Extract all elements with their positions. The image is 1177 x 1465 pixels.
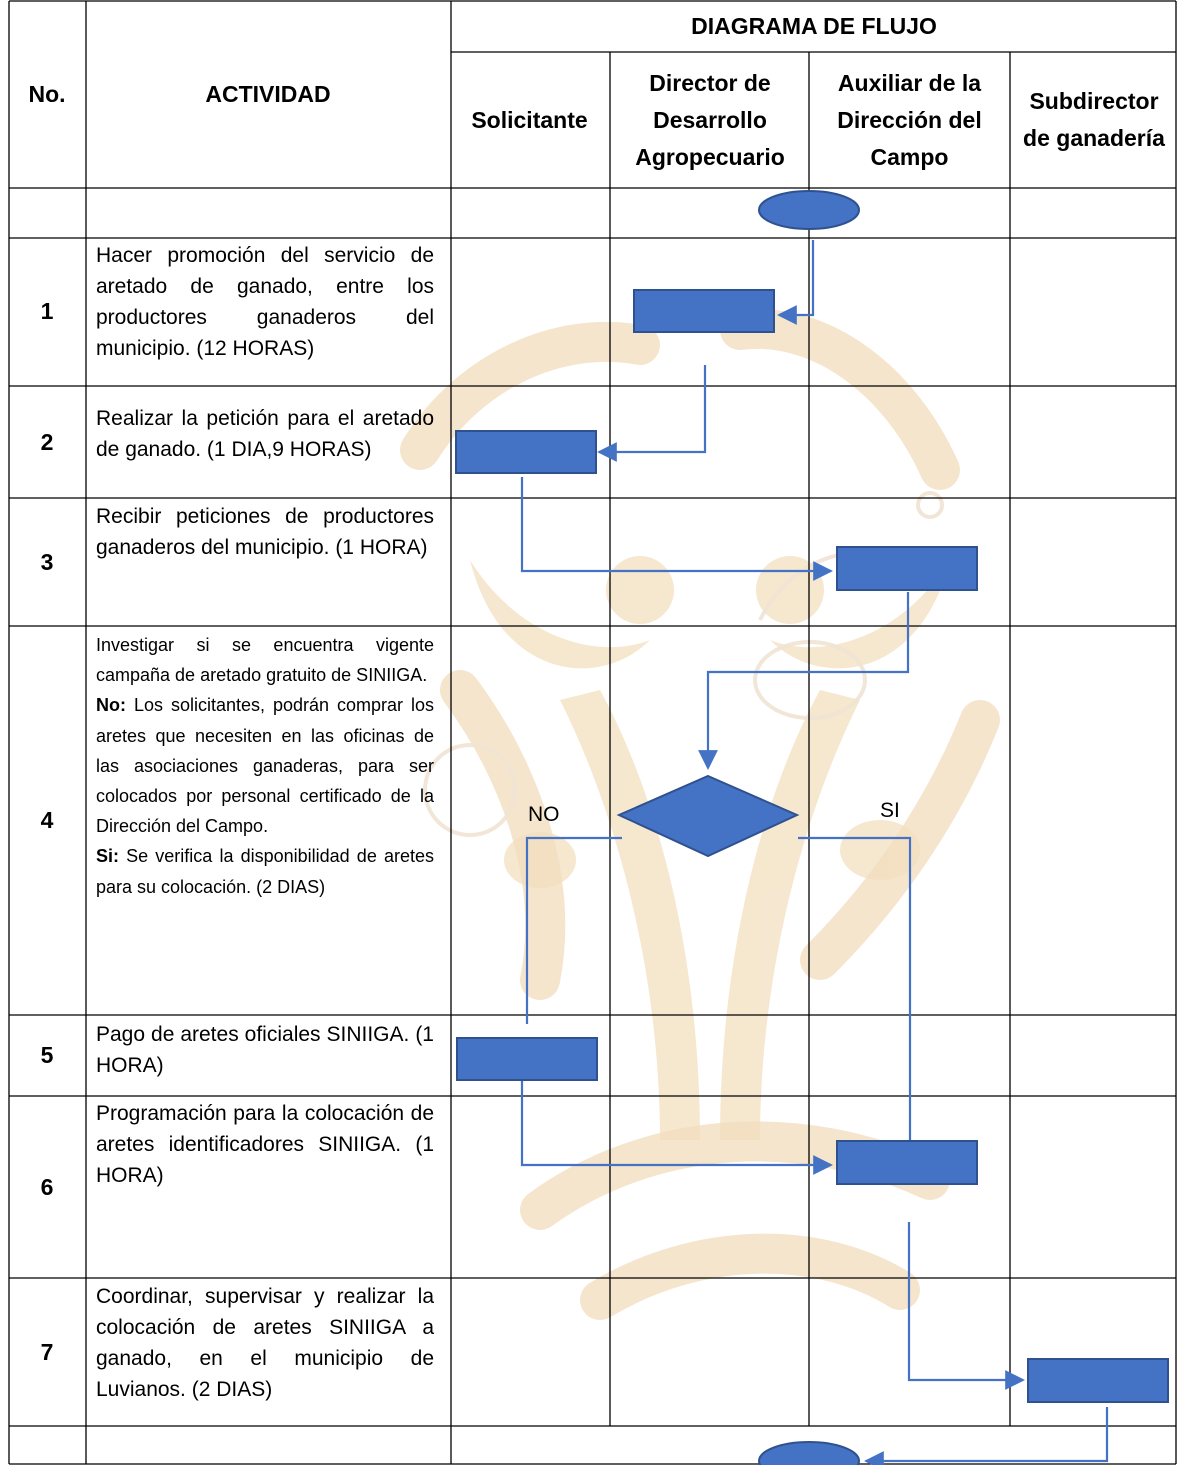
- connector-1-to-2: [597, 365, 707, 462]
- start-terminator: [758, 190, 860, 230]
- lane-header-auxiliar: Auxiliar de la Dirección del Campo: [837, 69, 982, 170]
- row-number: 7: [40, 1339, 54, 1365]
- connector-3-to-decision: [698, 592, 910, 770]
- process-box-5: [456, 1037, 598, 1081]
- connector-7-to-end: [864, 1407, 1109, 1465]
- row-number: 4: [40, 807, 54, 833]
- process-box-2: [455, 430, 597, 474]
- header-actividad: ACTIVIDAD: [205, 80, 331, 107]
- process-box-6: [836, 1140, 978, 1185]
- activity-no-label: No:: [96, 695, 126, 716]
- end-terminator: [758, 1441, 860, 1465]
- activity-text: Hacer promoción del servicio de aretado …: [96, 244, 434, 360]
- activity-text: Pago de aretes oficiales SINIIGA. (1 HOR…: [96, 1023, 434, 1077]
- process-box-3: [836, 546, 978, 591]
- row-number: 1: [40, 298, 54, 324]
- row-number: 5: [40, 1042, 54, 1068]
- decision-diamond: [616, 774, 800, 858]
- activity-no-text: Los solicitantes, podrán comprar los are…: [96, 695, 434, 837]
- activity-text: Investigar si se encuentra vigente campa…: [96, 630, 434, 902]
- connector-start-to-1: [777, 240, 815, 325]
- activity-intro: Investigar si se encuentra vigente campa…: [96, 635, 434, 686]
- header-diagrama-de-flujo: DIAGRAMA DE FLUJO: [691, 12, 937, 39]
- lane-header-subdirector: Subdirector de ganadería: [1023, 88, 1165, 151]
- connector-2-to-3: [520, 477, 833, 581]
- row-number: 6: [40, 1173, 54, 1200]
- row-number: 2: [40, 428, 54, 455]
- connector-5-to-6: [520, 1080, 833, 1175]
- activity-text: Programación para la colocación de arete…: [96, 1102, 434, 1187]
- row-number: 3: [40, 548, 54, 575]
- activity-text: Recibir peticiones de productores ganade…: [96, 505, 434, 559]
- lane-header-solicitante: Solicitante: [471, 106, 588, 133]
- connector-si-branch: [798, 836, 912, 1162]
- connector-6-to-7: [907, 1222, 1025, 1390]
- decision-no-label: NO: [528, 803, 560, 826]
- process-box-7: [1027, 1358, 1169, 1403]
- process-box-1: [633, 289, 775, 333]
- connector-no-branch: [525, 836, 622, 1024]
- activity-si-label: Si:: [96, 846, 120, 867]
- header-no: No.: [28, 80, 66, 107]
- lane-header-director: Director de Desarrollo Agropecuario: [635, 69, 785, 170]
- activity-si-text: Se verifica la disponibilidad de aretes …: [96, 846, 434, 897]
- decision-si-label: SI: [880, 799, 900, 822]
- activity-text: Realizar la petición para el aretado de …: [96, 407, 434, 461]
- activity-text: Coordinar, supervisar y realizar la colo…: [96, 1285, 434, 1401]
